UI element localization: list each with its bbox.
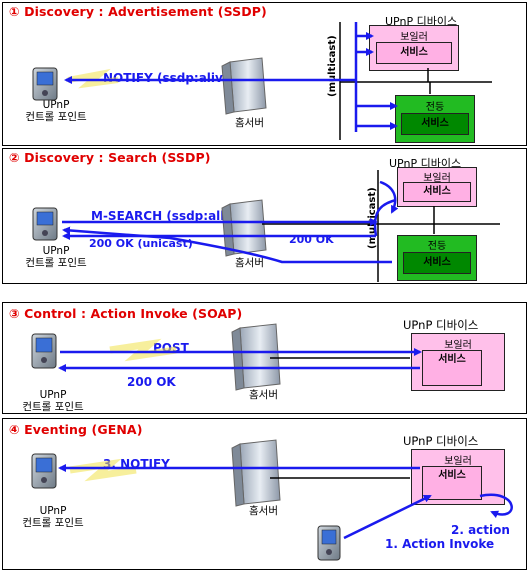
server-icon — [231, 323, 281, 391]
message-action: 2. action — [451, 523, 510, 537]
server-icon — [221, 57, 267, 115]
device-name: 보일러 — [444, 340, 472, 351]
phone-icon — [317, 525, 341, 561]
panel-title: ② Discovery : Search (SSDP) — [9, 150, 211, 165]
device-light: 전등 서비스 — [395, 95, 475, 143]
search-arrows — [62, 180, 399, 264]
message-action-invoke: 1. Action Invoke — [385, 537, 495, 551]
cp-line-1: UPnP — [39, 505, 67, 517]
service-box: 서비스 — [422, 466, 482, 500]
cp-line-1: UPnP — [39, 389, 67, 401]
device-light: 전등 서비스 — [397, 235, 477, 281]
phone-icon — [32, 207, 58, 241]
service-box: 서비스 — [403, 252, 471, 274]
control-point-label: UPnP 컨트롤 포인트 — [21, 99, 91, 123]
cp-line-1: UPnP — [42, 99, 70, 111]
phone-icon — [32, 67, 58, 101]
phone-icon — [31, 453, 57, 489]
service-box: 서비스 — [422, 350, 482, 386]
gena-arrows — [58, 464, 513, 540]
device-title: UPnP 디바이스 — [403, 434, 479, 448]
server-label: 홈서버 — [249, 389, 278, 401]
device-boiler: 보일러 서비스 — [397, 167, 477, 207]
cp-line-2: 컨트롤 포인트 — [22, 401, 84, 413]
message-200ok: 200 OK — [127, 375, 176, 389]
lightning-icon — [109, 338, 177, 362]
control-point-label: UPnP 컨트롤 포인트 — [13, 505, 93, 529]
panel-title: ① Discovery : Advertisement (SSDP) — [9, 4, 267, 19]
server-label: 홈서버 — [235, 257, 264, 269]
device-name: 전등 — [425, 102, 445, 113]
lightning-icon — [69, 458, 137, 482]
panel-title: ④ Eventing (GENA) — [9, 422, 143, 437]
control-point-label: UPnP 컨트롤 포인트 — [21, 245, 91, 269]
soap-arrows — [58, 348, 422, 372]
panel-advertisement: ① Discovery : Advertisement (SSDP) UPnP … — [2, 2, 527, 146]
device-name: 보일러 — [423, 173, 451, 184]
server-label: 홈서버 — [249, 505, 278, 517]
message-msearch: M-SEARCH (ssdp:all) — [91, 209, 230, 223]
device-boiler: 보일러 서비스 — [411, 333, 505, 391]
message-200ok-unicast: 200 OK (unicast) — [89, 237, 193, 250]
device-title: UPnP 디바이스 — [385, 15, 458, 28]
panel-title: ③ Control : Action Invoke (SOAP) — [9, 306, 243, 321]
message-notify: NOTIFY (ssdp:alive) — [103, 71, 237, 85]
device-title: UPnP 디바이스 — [389, 157, 462, 170]
device-boiler: 보일러 서비스 — [369, 25, 459, 71]
service-box: 서비스 — [403, 182, 471, 202]
phone-icon — [31, 333, 57, 369]
control-point-label: UPnP 컨트롤 포인트 — [13, 389, 93, 413]
device-name: 보일러 — [400, 32, 428, 43]
device-name: 전등 — [427, 241, 447, 252]
multicast-arrows — [64, 22, 398, 132]
service-box: 서비스 — [401, 113, 469, 135]
server-icon — [231, 439, 281, 507]
device-title: UPnP 디바이스 — [403, 318, 479, 332]
service-box: 서비스 — [376, 42, 452, 64]
device-name: 보일러 — [444, 456, 472, 467]
cp-line-1: UPnP — [42, 245, 70, 257]
cp-line-2: 컨트롤 포인트 — [25, 111, 87, 123]
cp-line-2: 컨트롤 포인트 — [25, 257, 87, 269]
server-label: 홈서버 — [235, 117, 264, 129]
server-icon — [221, 199, 267, 257]
cp-line-2: 컨트롤 포인트 — [22, 517, 84, 529]
network-bus — [262, 170, 500, 282]
panel-search: ② Discovery : Search (SSDP) UPnP 디바이스 보일… — [2, 148, 527, 284]
